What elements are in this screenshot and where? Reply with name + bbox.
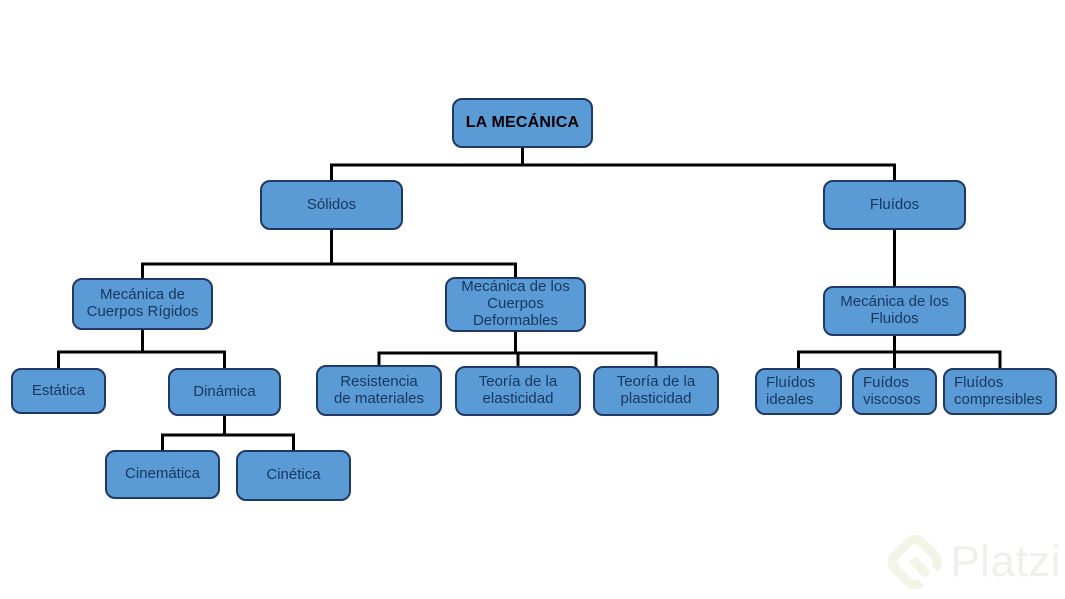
- node-fluidos-viscosos: Fuídos viscosos: [852, 368, 937, 415]
- node-cinetica: Cinética: [236, 450, 351, 501]
- node-teoria-elasticidad: Teoría de la elasticidad: [455, 366, 581, 416]
- platzi-logo-icon: [888, 534, 943, 590]
- node-fluidos: Fluídos: [823, 180, 966, 230]
- node-cuerpos-rigidos: Mecánica de Cuerpos Rígidos: [72, 278, 213, 330]
- node-mecanica-fluidos: Mecánica de los Fluidos: [823, 286, 966, 336]
- node-estatica: Estática: [11, 368, 106, 414]
- node-la-mecanica: LA MECÁNICA: [452, 98, 593, 148]
- watermark: Platzi: [884, 531, 1061, 593]
- node-fluidos-ideales: Fluídos ideales: [755, 368, 842, 415]
- node-resistencia-materiales: Resistencia de materiales: [316, 365, 442, 416]
- node-dinamica: Dinámica: [168, 368, 281, 416]
- node-cinematica: Cinemática: [105, 450, 220, 499]
- node-teoria-plasticidad: Teoría de la plasticidad: [593, 366, 719, 416]
- node-fluidos-compresibles: Fluídos compresibles: [943, 368, 1057, 415]
- node-cuerpos-deformables: Mecánica de los Cuerpos Deformables: [445, 277, 586, 332]
- watermark-text: Platzi: [950, 537, 1061, 586]
- node-solidos: Sólidos: [260, 180, 403, 230]
